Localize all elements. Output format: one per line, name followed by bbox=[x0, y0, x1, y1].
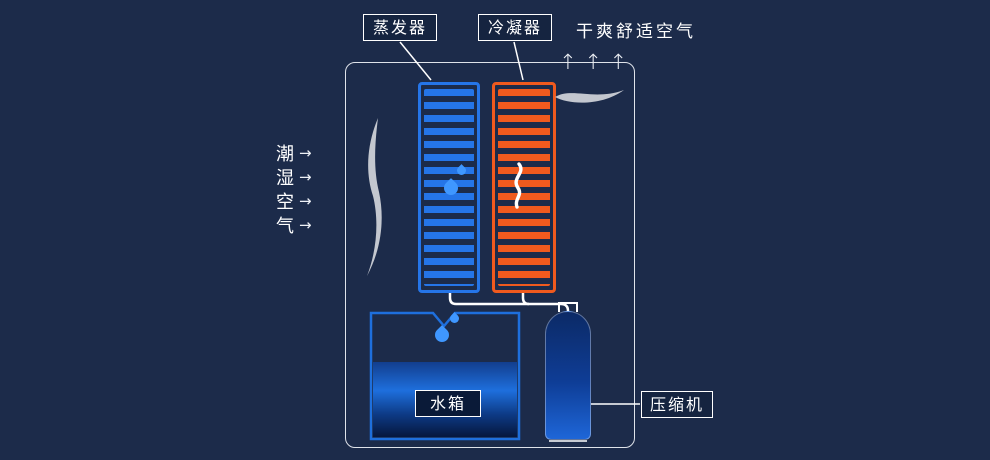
right-arrow-icon: → bbox=[299, 144, 312, 162]
humid-air-char: 潮 bbox=[276, 144, 294, 165]
humid-air-row: 湿 → bbox=[276, 165, 312, 189]
humid-air-row: 潮 → bbox=[276, 141, 312, 165]
humid-air-char: 湿 bbox=[276, 168, 294, 189]
humid-air-label: 潮 → 湿 → 空 → 气 → bbox=[276, 141, 312, 237]
condenser-label: 冷凝器 bbox=[478, 14, 552, 41]
right-arrow-icon: → bbox=[299, 216, 312, 234]
humid-air-char: 气 bbox=[276, 216, 294, 237]
up-arrow-icon: ↑ bbox=[609, 50, 627, 74]
up-arrow-icon: ↑ bbox=[559, 50, 577, 74]
humid-air-row: 空 → bbox=[276, 189, 312, 213]
compressor bbox=[545, 311, 591, 440]
humid-air-row: 气 → bbox=[276, 213, 312, 237]
dry-air-arrows: ↑ ↑ ↑ bbox=[559, 42, 627, 74]
right-arrow-icon: → bbox=[299, 192, 312, 210]
humid-air-char: 空 bbox=[276, 192, 294, 213]
water-tank-label: 水箱 bbox=[415, 390, 481, 417]
right-arrow-icon: → bbox=[299, 168, 312, 186]
device-body-outline bbox=[345, 62, 635, 448]
condenser-coil-fins bbox=[498, 89, 550, 286]
dry-air-label: 干爽舒适空气 bbox=[576, 22, 696, 42]
up-arrow-icon: ↑ bbox=[584, 50, 602, 74]
compressor-label: 压缩机 bbox=[641, 391, 713, 418]
evaporator-label: 蒸发器 bbox=[363, 14, 437, 41]
condenser-coil bbox=[492, 82, 556, 293]
